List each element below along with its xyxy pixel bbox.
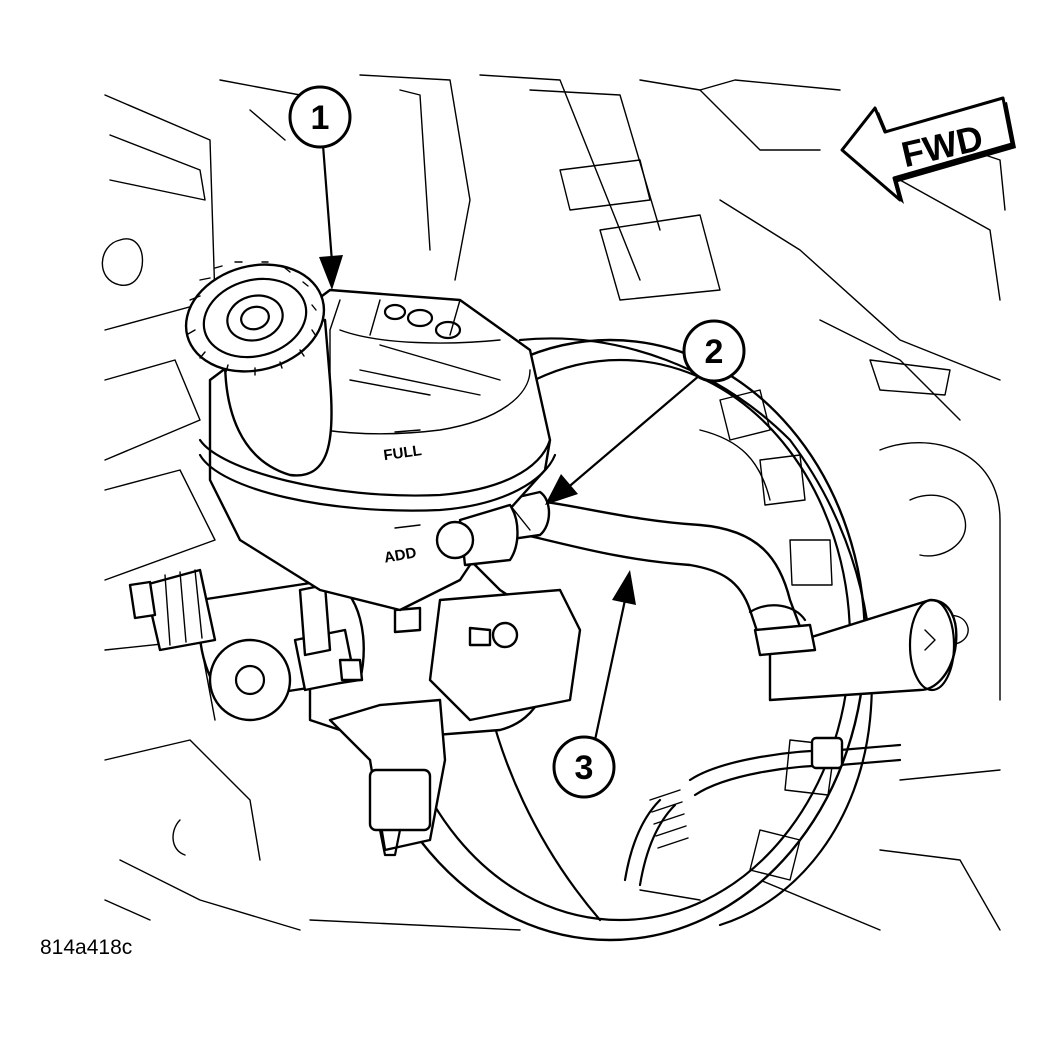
callout-1-number: 1 [311,99,330,137]
callout-3: 3 [552,735,616,799]
callout-3-number: 3 [575,749,594,787]
callout-1: 1 [288,85,352,149]
figure-id-label: 814a418c [40,936,133,959]
full-mark-label: FULL [382,442,422,464]
callout-3-arrowhead [612,570,636,605]
forward-arrow-icon [840,96,1014,202]
add-mark-label: ADD [383,544,418,566]
callout-1-arrowhead [319,255,343,290]
master-cylinder-body [128,558,582,857]
callout-2-arrowhead [545,474,578,505]
reservoir-cap [184,261,333,477]
callout-2-number: 2 [705,333,724,371]
callout-leaders [319,143,702,742]
forward-direction-indicator: FWD [840,96,1016,204]
callout-2: 2 [682,319,746,383]
brake-line [623,736,902,887]
booster-pushrod [768,598,958,702]
